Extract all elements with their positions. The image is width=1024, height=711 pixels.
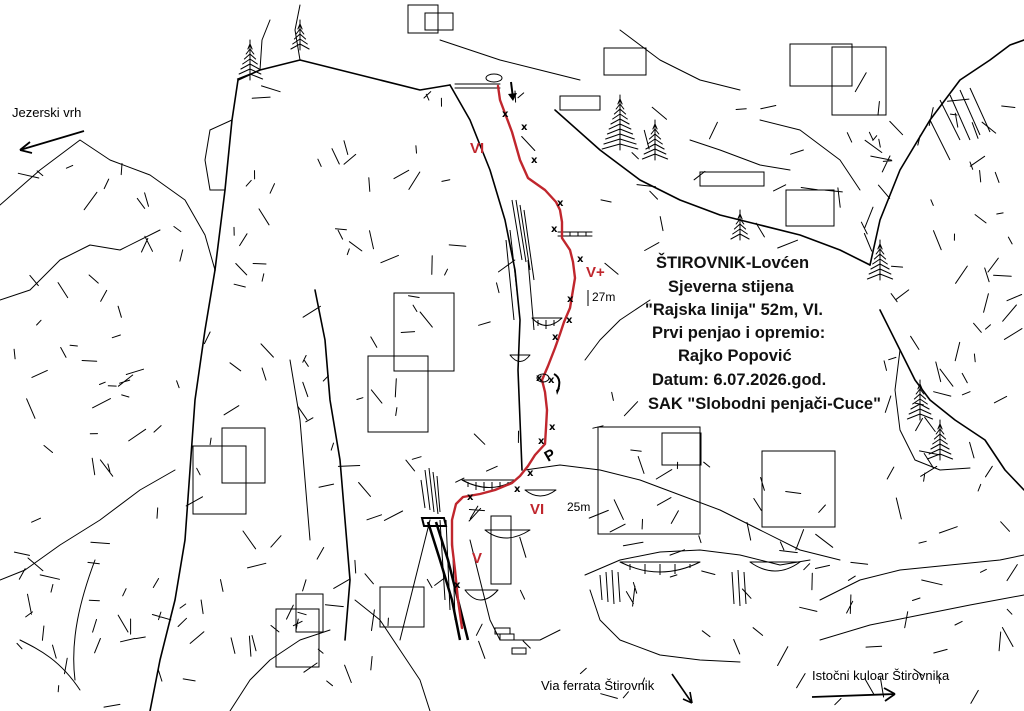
pitch-grade-3: VI: [530, 501, 544, 518]
bolt-marker: x: [502, 109, 509, 120]
route-info: ŠTIROVNIK-Lovćen Sjeverna stijena "Rajsk…: [645, 253, 881, 413]
info-face: Sjeverna stijena: [668, 278, 794, 296]
piton-marker: P: [542, 446, 559, 466]
info-title: ŠTIROVNIK-Lovćen: [656, 253, 809, 272]
bolt-marker: x: [521, 122, 528, 133]
direction-bottom-center-label: Via ferrata Štirovnik: [541, 678, 655, 693]
bolt-marker: x: [454, 580, 461, 591]
route: [450, 84, 577, 630]
fixed-line: [420, 517, 470, 641]
tree-icon: [601, 94, 639, 151]
bolt-marker: x: [538, 436, 545, 447]
tree-icon: [730, 209, 750, 241]
bolt-marker: x: [514, 484, 521, 495]
bolt-marker: x: [467, 492, 474, 503]
bolt-marker: x: [551, 224, 558, 235]
tree-icon: [906, 379, 934, 421]
tree-icon: [641, 119, 669, 161]
pitch-grades: VI V+ VI V: [470, 140, 605, 567]
arrow-left-icon: [19, 130, 85, 154]
pitch-grade-2: V+: [586, 264, 605, 281]
rock-texture: [13, 72, 1023, 708]
direction-left-label: Jezerski vrh: [12, 105, 81, 120]
bolt-marker: x: [548, 375, 555, 386]
roof-bands: [454, 83, 801, 601]
length-lower: 25m: [567, 500, 590, 514]
info-date: Datum: 6.07.2026.god.: [652, 371, 826, 389]
arrow-right-icon: [671, 673, 693, 704]
info-first-ascent-label: Prvi penjao i opremio:: [652, 324, 825, 342]
direction-bottom-right: Istočni kuloar Štirovnika: [811, 668, 950, 702]
bolt-marker: x: [566, 315, 573, 326]
bolt-marker: x: [567, 294, 574, 305]
info-club: SAK "Slobodni penjači-Cuce": [648, 395, 881, 413]
bolt-marker: x: [527, 468, 534, 479]
arrow-right-icon: [811, 687, 896, 702]
pitch-grade-1: VI: [470, 140, 484, 157]
tree-icon: [236, 39, 264, 81]
bolt-marker: x: [531, 155, 538, 166]
tree-icon: [866, 239, 894, 281]
bolt-marker: x: [549, 422, 556, 433]
belay-station-icon: [485, 73, 561, 395]
bolt-marker: x: [577, 254, 584, 265]
bolt-marker: x: [536, 373, 543, 384]
direction-left: Jezerski vrh: [12, 105, 85, 154]
route-line: [450, 84, 577, 630]
sketch-blocks: [192, 4, 887, 668]
length-upper: 27m: [592, 290, 615, 304]
arrow-down-icon: [508, 81, 517, 101]
info-climber: Rajko Popović: [678, 347, 792, 365]
tree-icon: [290, 19, 310, 51]
trees: [236, 19, 954, 461]
bolt-marker: x: [552, 332, 559, 343]
direction-bottom-right-label: Istočni kuloar Štirovnika: [812, 668, 950, 683]
info-route-name: "Rajska linija" 52m, VI.: [645, 301, 823, 319]
pitch-grade-4: V: [472, 550, 482, 567]
bolt-marker: x: [557, 198, 564, 209]
tree-icon: [926, 419, 954, 461]
direction-bottom-center: Via ferrata Štirovnik: [541, 673, 693, 704]
